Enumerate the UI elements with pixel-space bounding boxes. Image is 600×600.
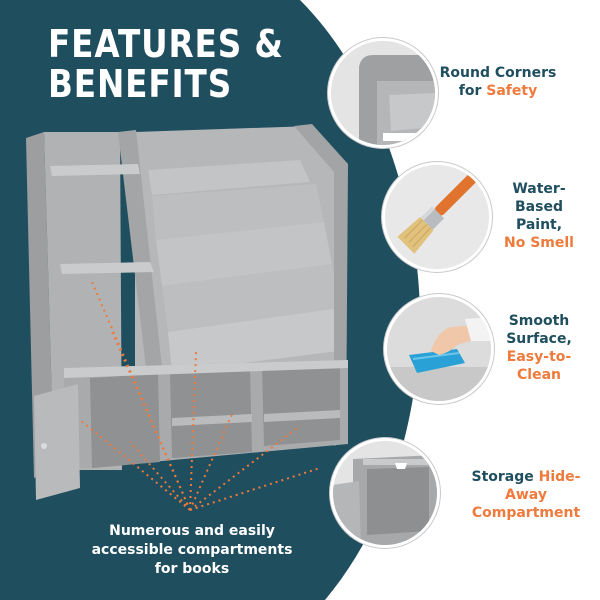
feature-text: Water- [512, 181, 566, 197]
wiping-cloth-hand-icon [384, 294, 494, 404]
feature-accent: No Smell [504, 235, 574, 251]
round-corner-shelf-icon [328, 38, 438, 148]
feature-text: Round Corners [439, 65, 557, 81]
heading-line-1: FEATURES & [48, 22, 284, 66]
feature-text: Paint, [515, 217, 563, 233]
feature-accent: Hide- [538, 469, 581, 485]
feature-accent: Away [505, 487, 547, 503]
feature-text: Based [515, 199, 563, 215]
feature-water-based-paint: Water- Based Paint, No Smell [486, 180, 592, 252]
feature-accent: Easy-to- [506, 349, 572, 365]
feature-smooth-surface: Smooth Surface, Easy-to- Clean [486, 312, 592, 384]
heading-line-2: BENEFITS [48, 62, 233, 106]
caption-line: Numerous and easily [109, 523, 275, 539]
feature-accent: Compartment [471, 505, 581, 521]
feature-accent: Safety [486, 83, 538, 99]
feature-text: for [458, 83, 487, 99]
storage-cabinet-icon [330, 438, 440, 548]
caption-line: for books [154, 561, 230, 577]
paint-brush-icon [382, 162, 492, 272]
feature-text: Storage [471, 469, 539, 485]
bookshelf-illustration [26, 124, 348, 511]
page-heading: FEATURES & BENEFITS [48, 24, 284, 104]
caption-line: accessible compartments [91, 542, 293, 558]
feature-round-corners: Round Corners for Safety [432, 64, 564, 100]
compartments-caption: Numerous and easily accessible compartme… [72, 522, 312, 579]
feature-text: Smooth [508, 313, 570, 329]
feature-accent: Clean [517, 367, 561, 383]
feature-text: Surface, [506, 331, 572, 347]
feature-storage-compartment: Storage Hide- Away Compartment [460, 468, 592, 522]
